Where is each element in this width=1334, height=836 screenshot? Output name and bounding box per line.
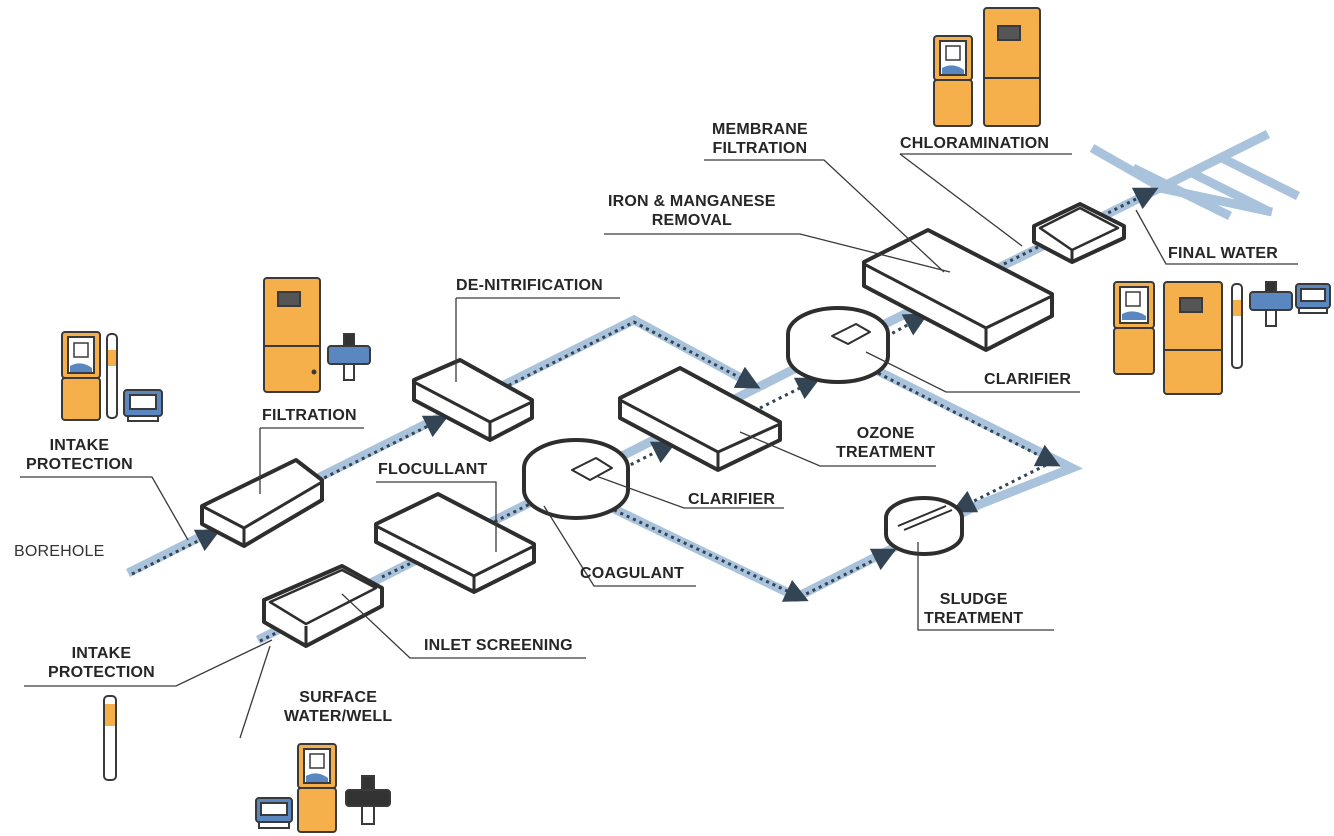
- label-line: INTAKE: [71, 645, 132, 662]
- large-analyser-cabinet-icon: [263, 277, 321, 393]
- inlet-screening-tank: [262, 564, 384, 648]
- label-line: TREATMENT: [836, 444, 936, 461]
- label-clarifier-upper: CLARIFIER: [984, 371, 1072, 388]
- pipe-distribution-6: [1217, 152, 1301, 201]
- label-membrane-filtration: MEMBRANE FILTRATION: [712, 120, 808, 158]
- label-line: PROTECTION: [48, 664, 155, 681]
- label-inlet-screening: INLET SCREENING: [424, 637, 573, 654]
- intake-bottom-equipment: [103, 695, 117, 781]
- control-cabinet-icon: [933, 79, 973, 127]
- label-line: SURFACE: [299, 689, 378, 706]
- control-cabinet-icon: [297, 787, 337, 833]
- large-analyser-cabinet-icon: [1163, 281, 1223, 395]
- pipe-distribution-2: [1157, 129, 1271, 193]
- label-line: IRON & MANGANESE: [608, 193, 776, 210]
- label-flocullant: FLOCULLANT: [378, 461, 488, 478]
- label-line: OZONE: [856, 425, 915, 442]
- label-surface-water: SURFACE WATER/WELL: [284, 688, 392, 726]
- flocullant-tank: [374, 492, 536, 594]
- label-clarifier-lower: CLARIFIER: [688, 491, 776, 508]
- flow-sensor-icon: [345, 775, 391, 825]
- flow-sensor-icon: [1249, 281, 1293, 327]
- sludge-treatment-tank: [884, 496, 964, 556]
- control-cabinet-icon: [61, 377, 101, 421]
- controller-display-icon: [123, 389, 163, 422]
- label-line: SLUDGE: [939, 591, 1008, 608]
- flow-sensor-icon: [327, 333, 371, 381]
- pipe-upper-to-sludge: [869, 363, 1084, 510]
- label-line: REMOVAL: [651, 212, 732, 229]
- handheld-meter-icon: [933, 35, 973, 81]
- label-intake-protection-bottom: INTAKE PROTECTION: [48, 644, 155, 682]
- label-line: PROTECTION: [26, 456, 133, 473]
- pipe-distribution-5: [1187, 167, 1273, 217]
- label-line: INTAKE: [49, 437, 110, 454]
- chloramination-tank: [1032, 202, 1126, 264]
- label-de-nitrification: DE-NITRIFICATION: [456, 277, 603, 294]
- membrane-filtration-tank: [862, 228, 1054, 352]
- handheld-meter-icon: [1113, 281, 1155, 329]
- label-line: TREATMENT: [924, 610, 1024, 627]
- intake-top-equipment: [61, 331, 163, 422]
- label-intake-protection-top: INTAKE PROTECTION: [26, 436, 133, 474]
- filtration-equipment: [263, 277, 371, 393]
- leader-lines: [20, 153, 1298, 739]
- label-coagulant: COAGULANT: [580, 565, 685, 582]
- label-chloramination: CHLORAMINATION: [900, 135, 1050, 152]
- de-nitrification-tank: [412, 358, 534, 442]
- label-sludge-treatment: SLUDGE TREATMENT: [924, 590, 1023, 628]
- dip-probe-icon: [103, 695, 117, 781]
- final-water-equipment: [1113, 281, 1331, 395]
- label-final-water: FINAL WATER: [1168, 245, 1279, 262]
- label-line: WATER/WELL: [284, 708, 393, 725]
- filtration-tank: [200, 458, 324, 548]
- controller-display-icon: [255, 797, 293, 829]
- label-filtration: FILTRATION: [262, 407, 357, 424]
- surface-equipment: [255, 743, 391, 833]
- large-analyser-cabinet-icon: [983, 7, 1041, 127]
- label-line: FILTRATION: [712, 140, 808, 157]
- controller-display-icon: [1295, 283, 1331, 314]
- chloramination-equipment: [933, 7, 1041, 127]
- handheld-meter-icon: [297, 743, 337, 789]
- dip-probe-icon: [1231, 283, 1243, 369]
- clarifier-upper-tank: [786, 306, 890, 384]
- dip-probe-icon: [106, 333, 118, 419]
- label-ozone-treatment: OZONE TREATMENT: [836, 424, 935, 462]
- handheld-meter-icon: [61, 331, 101, 379]
- label-iron-manganese: IRON & MANGANESE REMOVAL: [608, 192, 776, 230]
- ozone-treatment-tank: [618, 366, 782, 472]
- control-cabinet-icon: [1113, 327, 1155, 375]
- tanks: [200, 202, 1126, 648]
- clarifier-lower-tank: [522, 438, 630, 520]
- label-borehole: BOREHOLE: [14, 543, 105, 560]
- label-line: MEMBRANE: [712, 121, 808, 138]
